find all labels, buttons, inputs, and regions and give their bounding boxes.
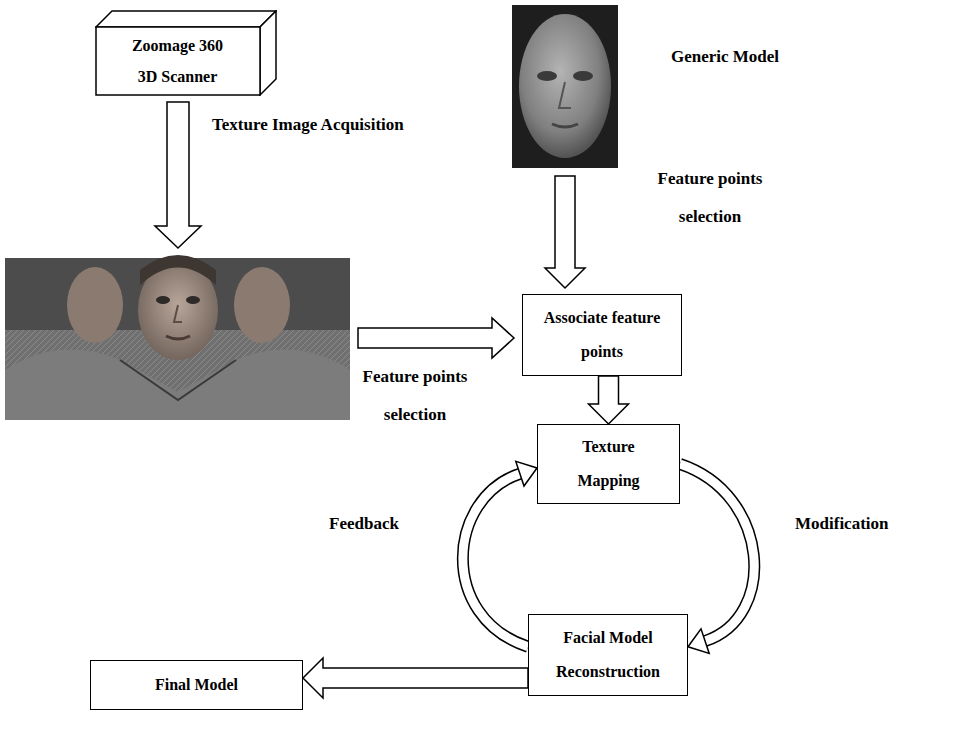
flow-arrow [303,658,528,698]
output-box: Final Model [90,660,303,710]
step-label: Feature points selection [645,160,775,236]
box-text: Associate feature points [532,301,672,369]
step-label: Feature points selection [350,358,480,434]
step-label: Texture Image Acquisition [212,106,452,144]
box-side [260,11,276,95]
nose [174,305,182,322]
image-ground [512,5,618,168]
arrow-head [688,629,709,654]
box-top [96,11,276,27]
block-arrow [589,376,629,424]
edge-label: Modification [792,512,892,536]
generic-model-image [512,5,618,168]
box-text: Zoomage 360 3D Scanner [124,30,232,92]
collar-line [120,360,236,400]
eye [156,296,170,304]
process-box: Texture Mapping [537,424,680,504]
eye [186,296,200,304]
eye [573,71,593,81]
mask-face [519,14,611,158]
curve-body [680,464,754,641]
mouth [166,336,190,339]
box-text: Final Model [155,668,238,702]
box-text: Facial Model Reconstruction [538,621,678,689]
flow-arrow [589,376,629,424]
curve-outline [463,474,528,647]
curve-body [463,474,528,647]
step-label: Generic Model [645,38,805,76]
mouth [552,124,578,127]
selection-arrow [545,176,585,288]
box-front [96,27,260,95]
eye [537,71,557,81]
edge-label: Feedback [326,512,402,536]
flow-arrow [680,464,754,653]
process-box: Facial Model Reconstruction [528,614,688,696]
acquisition-arrow [155,102,201,248]
selection-arrow [358,318,514,358]
side-face-left [67,267,123,343]
hair [140,255,216,285]
box-face: Zoomage 360 3D Scanner [95,27,260,95]
arrow-head [516,461,537,486]
process-box: Associate feature points [522,294,682,376]
side-face-right [234,267,290,343]
box-text: Texture Mapping [564,430,654,498]
block-arrow [303,658,528,698]
nose [559,82,571,108]
texture-image [5,255,350,420]
shoulders [5,350,350,420]
image-ground [5,258,350,420]
scanner-box: Zoomage 360 3D Scanner [95,10,277,96]
curve-outline [680,464,754,641]
flow-arrow [463,461,537,646]
